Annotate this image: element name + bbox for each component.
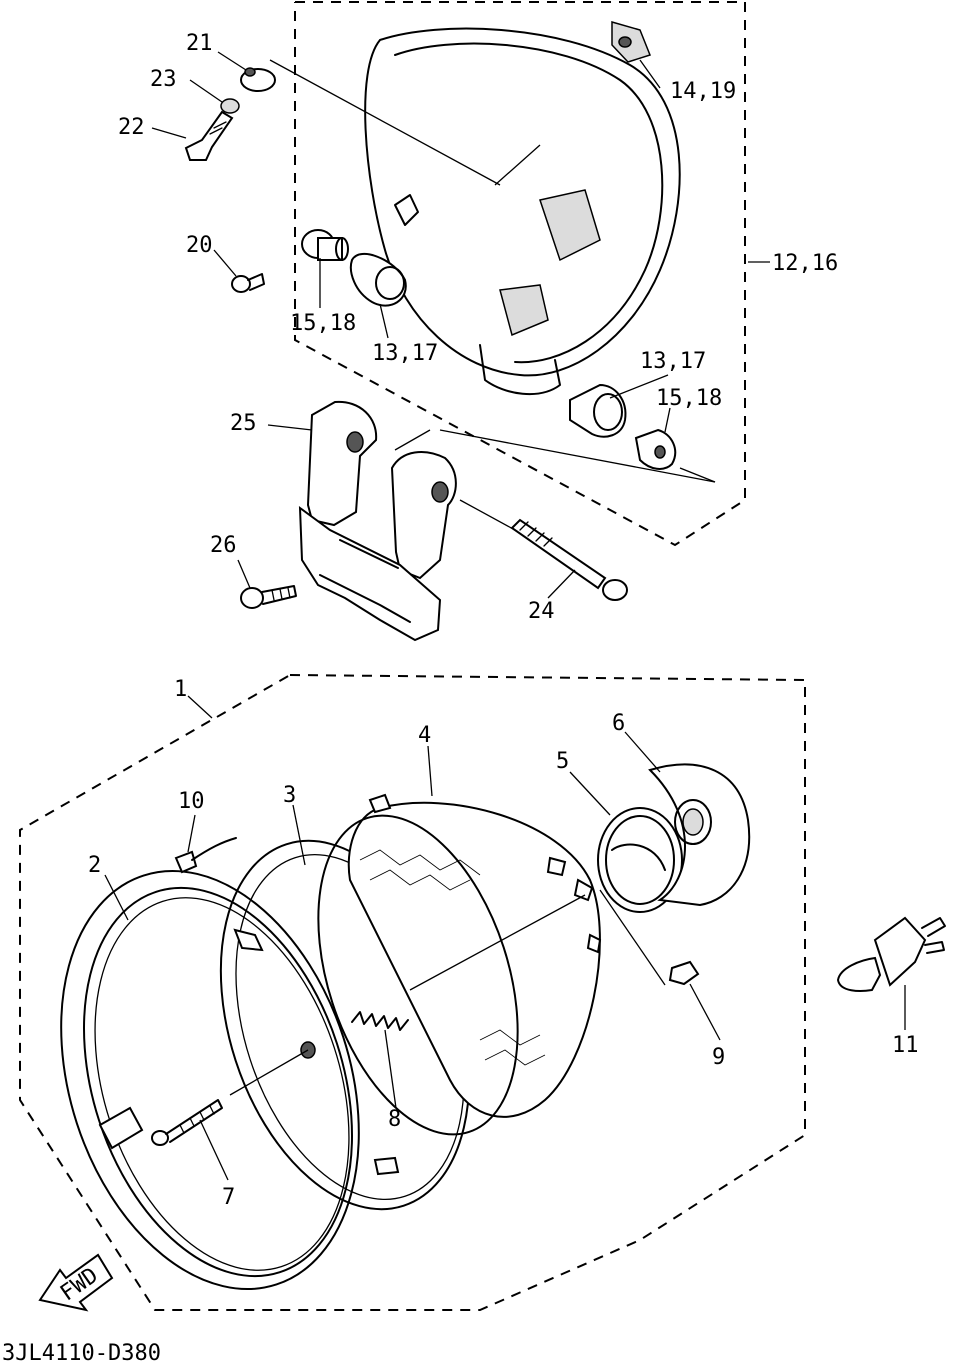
label-7: 7 <box>222 1185 235 1210</box>
leader-lines <box>104 51 906 1181</box>
label-25: 25 <box>230 411 257 436</box>
clip-10 <box>174 837 237 874</box>
label-8: 8 <box>388 1107 401 1132</box>
label-12-16: 12,16 <box>772 251 838 276</box>
bolt-26 <box>240 585 297 609</box>
bulb-holder-5 <box>597 807 683 913</box>
label-22: 22 <box>118 115 145 140</box>
label-2: 2 <box>88 853 101 878</box>
label-4: 4 <box>418 723 431 748</box>
label-11: 11 <box>892 1033 919 1058</box>
headlight-unit-1-boundary <box>19 674 806 1311</box>
collar-15-18-right <box>634 428 677 470</box>
label-20: 20 <box>186 233 213 258</box>
label-15-18-right: 15,18 <box>656 386 722 411</box>
nut-9 <box>599 889 700 986</box>
label-23: 23 <box>150 67 177 92</box>
upper-assembly-boundary <box>294 1 746 547</box>
bulb-cover-6 <box>648 763 751 907</box>
part-labels: 21 23 22 14,19 12,16 20 15,18 13,17 13,1… <box>2 31 919 1365</box>
lens-unit-4 <box>317 793 602 1136</box>
adjusting-screw-7 <box>151 1049 309 1146</box>
label-10: 10 <box>178 789 205 814</box>
nut-23 <box>220 98 240 114</box>
label-26: 26 <box>210 533 237 558</box>
label-9: 9 <box>712 1045 725 1070</box>
headlight-rim-2 <box>60 869 360 1291</box>
collar-15-18-left <box>301 229 349 261</box>
label-3: 3 <box>283 783 296 808</box>
bolt-22 <box>184 110 234 161</box>
label-13-17-left: 13,17 <box>372 341 438 366</box>
headlight-body-12-16 <box>269 27 681 396</box>
fwd-arrow-icon: FWD <box>38 1253 114 1312</box>
grommet-13-17-left <box>350 253 407 307</box>
label-6: 6 <box>612 711 625 736</box>
label-14-19: 14,19 <box>670 79 736 104</box>
label-13-17-right: 13,17 <box>640 349 706 374</box>
drawing-code: 3JL4110-D380 <box>2 1341 161 1365</box>
washer-21 <box>240 67 276 92</box>
bolt-24 <box>459 499 628 601</box>
label-21: 21 <box>186 31 213 56</box>
label-1: 1 <box>174 677 187 702</box>
screw-20 <box>231 273 265 293</box>
bulb-11 <box>836 916 946 992</box>
label-5: 5 <box>556 749 569 774</box>
label-24: 24 <box>528 599 555 624</box>
headlight-stay-25 <box>298 400 716 642</box>
clip-14-19 <box>611 21 651 63</box>
grommet-13-17-right <box>569 383 627 438</box>
label-15-18-left: 15,18 <box>290 311 356 336</box>
spring-8 <box>351 894 586 1031</box>
